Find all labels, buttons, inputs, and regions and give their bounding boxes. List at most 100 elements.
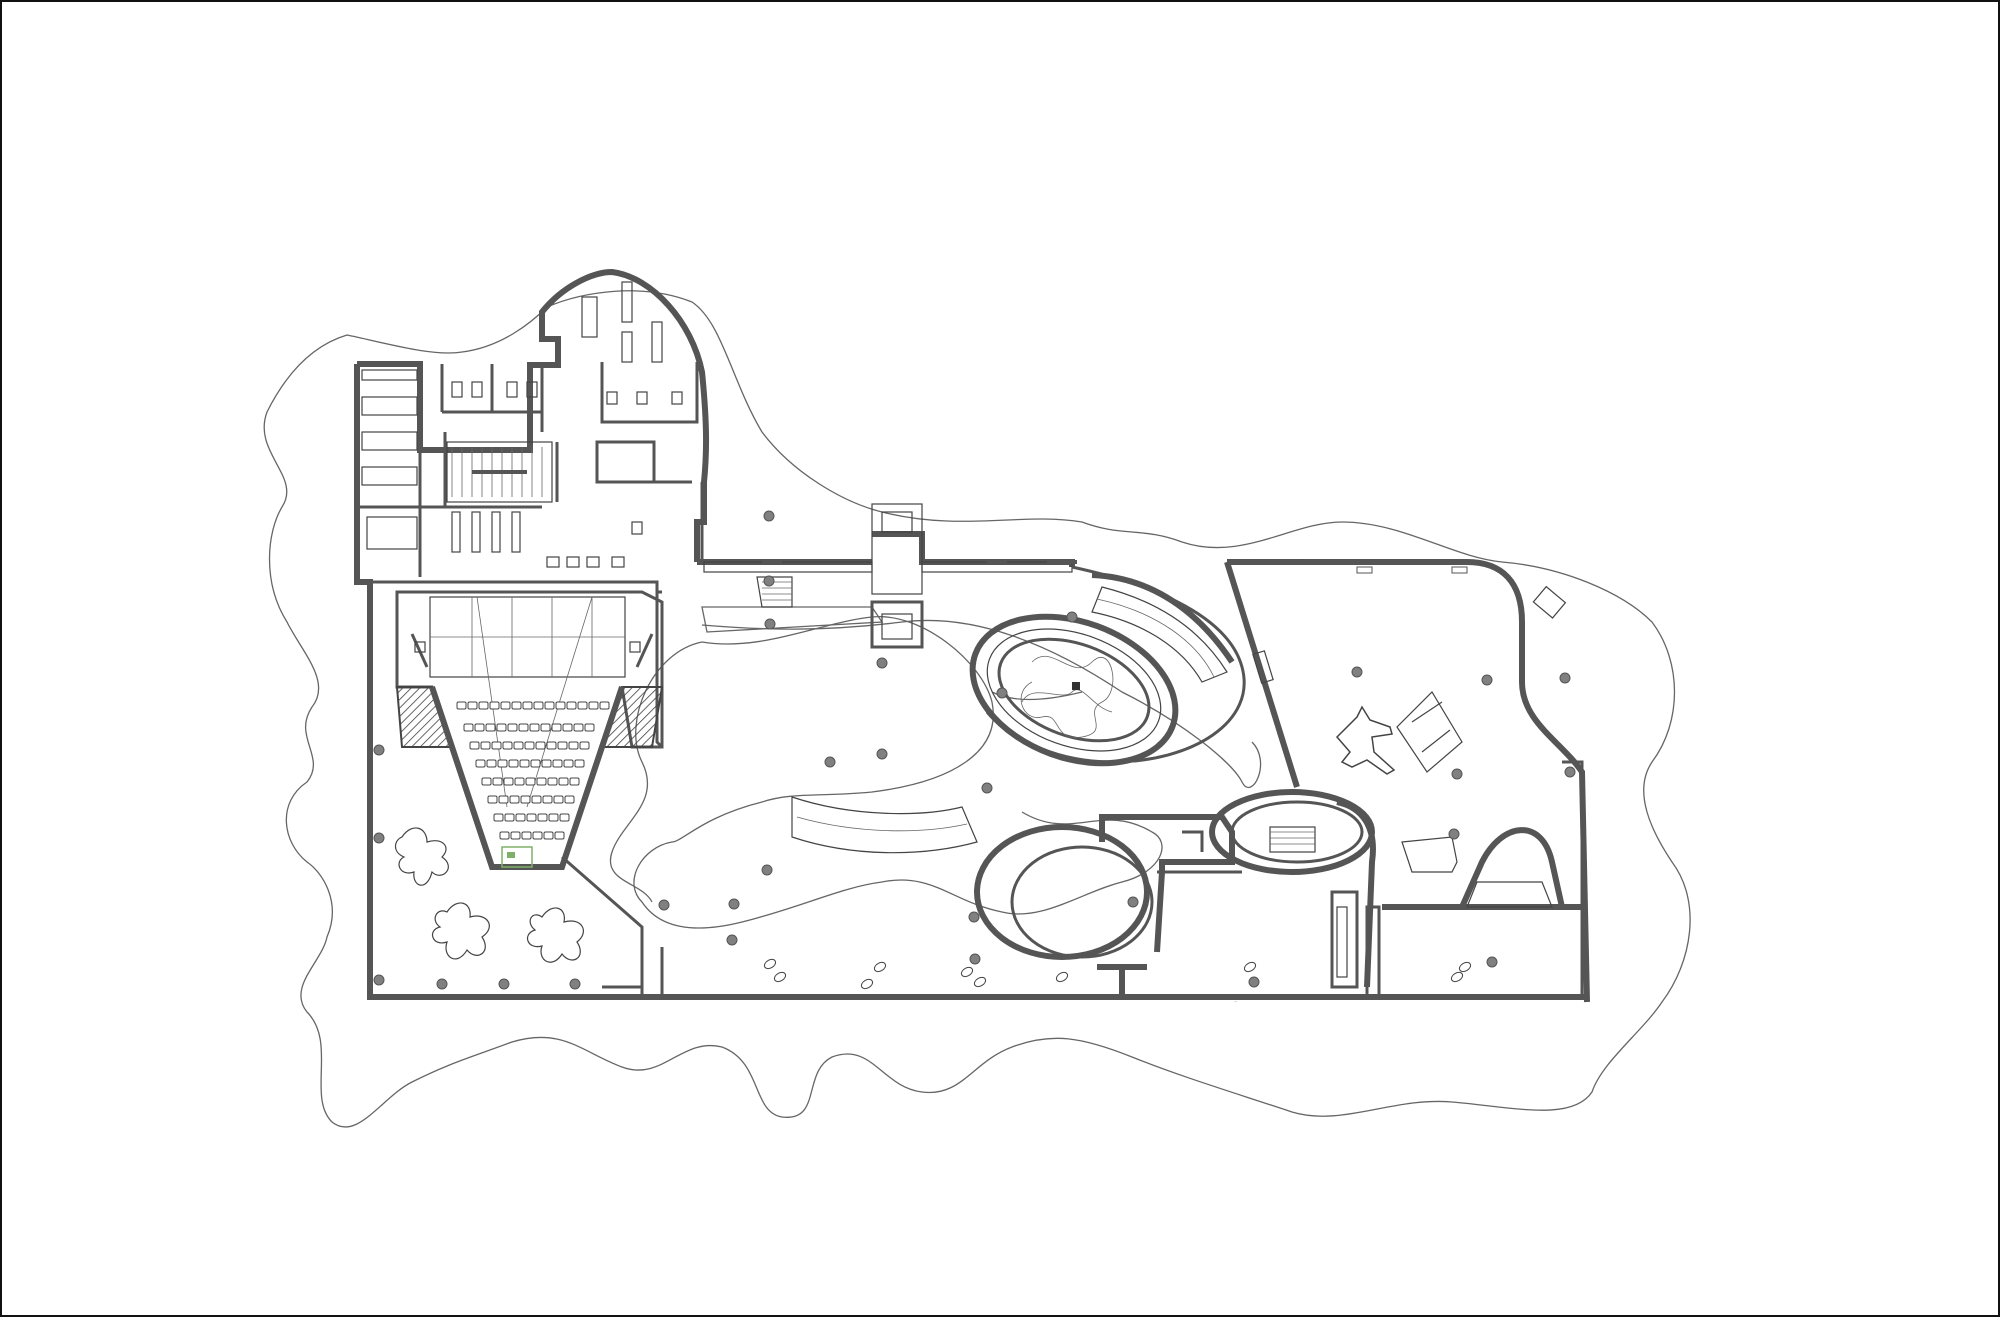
reception-desk	[1097, 964, 1147, 997]
seat-icon	[555, 701, 566, 710]
seat-icon	[548, 813, 559, 822]
lobby-cluster	[974, 789, 1381, 999]
column-icon	[569, 978, 581, 990]
stage-area	[501, 846, 533, 868]
seat-icon	[536, 777, 547, 786]
seat-icon	[514, 777, 525, 786]
column-icon	[658, 899, 670, 911]
garden-path-2	[609, 641, 703, 903]
garden-blobs	[394, 827, 584, 963]
column-icon	[1451, 768, 1463, 780]
seat-icon	[537, 813, 548, 822]
seat-icon	[511, 701, 522, 710]
seat-icon	[481, 777, 492, 786]
chair-icon	[1458, 961, 1472, 973]
toilets	[451, 381, 683, 568]
seat-icon	[525, 777, 536, 786]
seat-icon	[554, 831, 565, 840]
seat-icon	[577, 701, 588, 710]
chair-icon	[960, 966, 974, 978]
central-atrium	[969, 613, 1179, 767]
column-icon	[1127, 896, 1139, 908]
seat-icon	[544, 701, 555, 710]
auditorium	[395, 590, 664, 870]
exterior-wall-west-wing	[357, 268, 710, 562]
east-door	[1252, 650, 1274, 684]
seat-icon	[513, 741, 524, 750]
seat-icon	[559, 813, 570, 822]
seat-icon	[456, 701, 467, 710]
seat-icon	[563, 759, 574, 768]
angled-display	[1401, 836, 1458, 873]
column-icon	[969, 953, 981, 965]
seat-icon	[467, 701, 478, 710]
seat-icon	[469, 741, 480, 750]
display-box-east	[1396, 691, 1463, 773]
column-icon	[824, 756, 836, 768]
dim-mark-north: —	[1300, 557, 1303, 561]
seat-icon	[520, 795, 531, 804]
stair-curved-lower	[791, 796, 978, 854]
seat-icon	[519, 759, 530, 768]
seat-icon	[521, 831, 532, 840]
seat-icon	[524, 741, 535, 750]
airplane-sculpture-icon	[1335, 705, 1396, 775]
chair-icon	[973, 976, 987, 988]
seat-icon	[497, 759, 508, 768]
column-icon	[498, 978, 510, 990]
chair-icon	[773, 971, 787, 983]
column-icon	[763, 510, 775, 522]
seat-icon	[573, 723, 584, 732]
west-wing-wall-3	[443, 362, 699, 509]
column-icon	[996, 687, 1008, 699]
seat-icon	[540, 723, 551, 732]
seat-icon	[503, 777, 514, 786]
seat-icon	[546, 741, 557, 750]
column-icon	[968, 911, 980, 923]
seat-icon	[532, 831, 543, 840]
column-icon	[1248, 976, 1260, 988]
column-icon	[981, 782, 993, 794]
lobby-screen	[1336, 906, 1348, 978]
west-garden-wall	[561, 855, 664, 997]
office-desks	[361, 281, 663, 553]
chair-icon	[873, 961, 887, 973]
column-icon	[763, 575, 775, 587]
seat-icon	[478, 701, 489, 710]
seat-icon	[509, 795, 520, 804]
chair-icon	[1055, 971, 1069, 983]
column-icon	[373, 744, 385, 756]
seat-icon	[584, 723, 595, 732]
seat-icon	[486, 759, 497, 768]
seat-icon	[551, 723, 562, 732]
column-icon	[876, 748, 888, 760]
east-wing	[1335, 566, 1584, 997]
diagonal-wall-east	[1224, 561, 1300, 788]
seat-icon	[496, 723, 507, 732]
west-wing-wall-5	[655, 482, 704, 749]
stair-north	[756, 576, 793, 608]
column-icon	[761, 864, 773, 876]
stair-west	[446, 441, 553, 503]
seat-icon	[574, 759, 585, 768]
column-icon	[1481, 674, 1493, 686]
seat-icon	[522, 701, 533, 710]
seat-icon	[542, 795, 553, 804]
seat-icon	[489, 701, 500, 710]
seat-icon	[480, 741, 491, 750]
chair-icon	[1450, 971, 1464, 983]
column-icon	[1564, 766, 1576, 778]
auditorium-seats	[456, 701, 610, 840]
seat-icon	[535, 741, 546, 750]
seat-icon	[498, 795, 509, 804]
chair-icon	[860, 978, 874, 990]
triangle-base	[1466, 881, 1553, 908]
garden-path-3	[701, 619, 1262, 789]
garden-path	[633, 616, 1163, 929]
seat-icon	[533, 701, 544, 710]
triangle-sculpture	[1459, 827, 1565, 909]
seat-icon	[504, 813, 515, 822]
seat-icon	[508, 759, 519, 768]
seat-icon	[502, 741, 513, 750]
